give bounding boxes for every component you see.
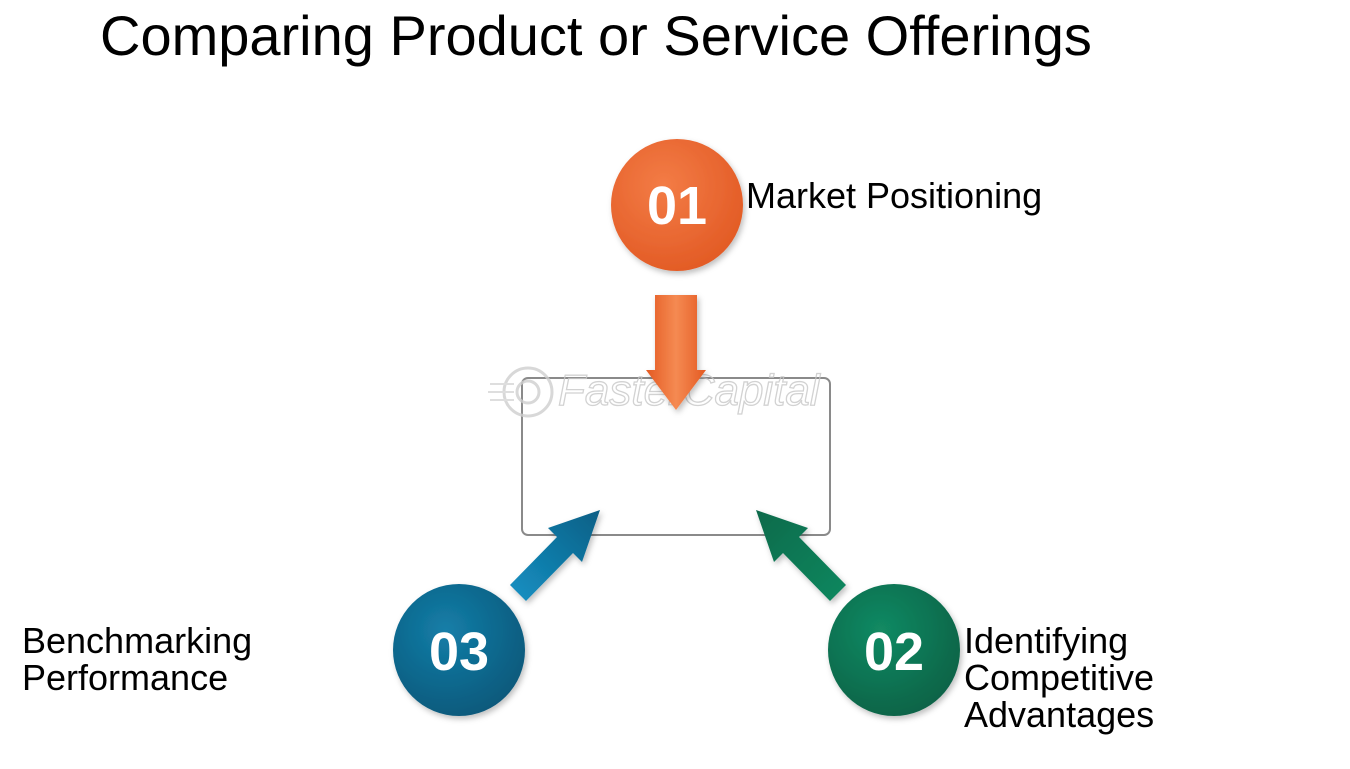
step-label-03: Benchmarking Performance <box>22 622 252 696</box>
step-label-02-line-1: Identifying <box>964 620 1129 661</box>
step-label-02-line-2: Competitive <box>964 657 1155 698</box>
step-label-03-line-1: Benchmarking <box>22 620 253 661</box>
slide-title: Comparing Product or Service Offerings <box>100 4 1092 67</box>
step-circle-01: 01 <box>611 139 743 271</box>
step-circle-02: 02 <box>828 584 960 716</box>
arrow-up-right-blue <box>510 510 600 601</box>
step-label-02-line-3: Advantages <box>964 694 1155 735</box>
step-number-02: 02 <box>864 622 924 682</box>
step-label-02: Identifying Competitive Advantages <box>964 622 1154 733</box>
step-number-01: 01 <box>647 176 707 236</box>
step-number-03: 03 <box>429 622 489 682</box>
step-label-01-line-1: Market Positioning <box>746 175 1043 216</box>
step-label-03-line-2: Performance <box>22 657 229 698</box>
step-circle-03: 03 <box>393 584 525 716</box>
arrow-up-left-green <box>756 510 846 601</box>
arrow-down-orange <box>646 295 706 410</box>
step-label-01: Market Positioning <box>746 177 1042 214</box>
